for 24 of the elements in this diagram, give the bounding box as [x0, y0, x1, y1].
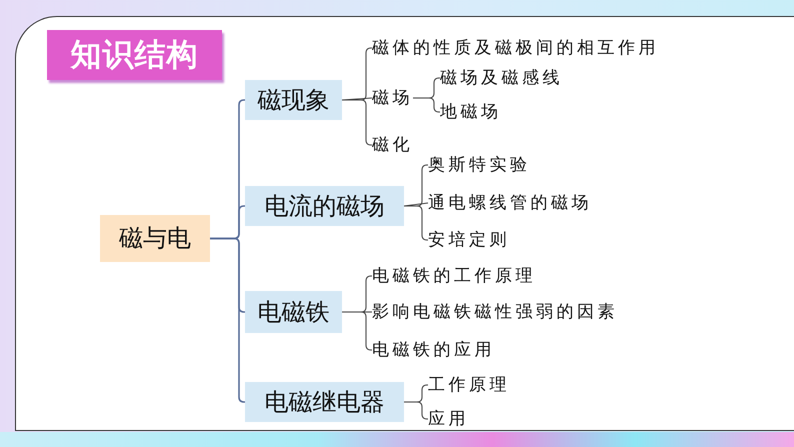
subtopic-text: 通电螺线管的磁场: [428, 192, 592, 214]
topic-box: 磁现象: [245, 80, 342, 120]
subtopic-text: 应用: [428, 408, 469, 430]
subtopic-text: 磁场: [372, 87, 413, 109]
subtopic-text: 磁体的性质及磁极间的相互作用: [372, 37, 659, 59]
brace-connector: [412, 98, 440, 112]
brace-connector: [404, 202, 428, 206]
subtopic-text: 工作原理: [428, 374, 510, 396]
topic-box: 电磁铁: [245, 291, 342, 333]
brace-connector: [404, 402, 428, 420]
topic-box: 电流的磁场: [245, 186, 404, 226]
subtopic-text: 磁化: [372, 134, 413, 156]
brace-connector: [342, 312, 372, 350]
subtopic-text: 磁场及磁感线: [440, 67, 563, 89]
topic-box: 电磁继电器: [245, 382, 404, 422]
brace-connector: [342, 100, 372, 146]
subtopic-text: 奥斯特实验: [428, 154, 530, 176]
subtopic-text: 电磁铁的工作原理: [372, 265, 536, 287]
subtopic-text: 电磁铁的应用: [372, 339, 495, 361]
subtopic-text: 安培定则: [428, 229, 510, 251]
title-banner: 知识结构: [47, 30, 222, 80]
root-topic-box: 磁与电: [100, 215, 210, 262]
subtopic-text: 地磁场: [440, 101, 502, 123]
subtopic-text: 影响电磁铁磁性强弱的因素: [372, 301, 618, 323]
